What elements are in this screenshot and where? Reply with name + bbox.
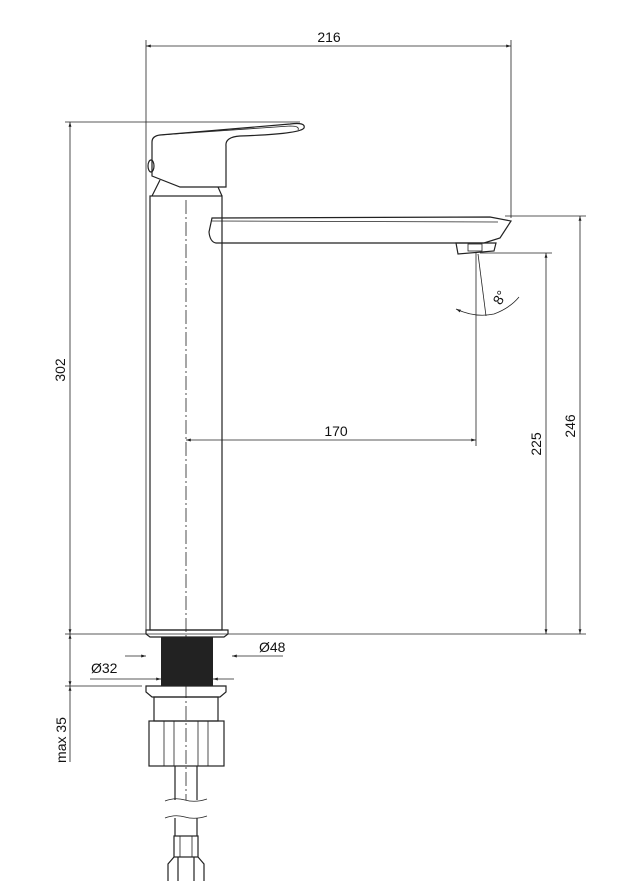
dim-base-diameter: Ø48 <box>259 639 286 655</box>
dim-spout-angle: 8° <box>489 288 510 308</box>
dim-spout-height: 246 <box>562 414 578 438</box>
dim-spout-reach: 170 <box>324 423 348 439</box>
dim-mounting-diameter: Ø32 <box>91 660 118 676</box>
dim-total-height: 302 <box>52 358 68 382</box>
mounting-nut <box>148 720 225 767</box>
dim-total-length: 216 <box>317 29 341 45</box>
threaded-shank <box>161 637 213 686</box>
dimension-lines <box>68 44 582 762</box>
faucet-body <box>145 122 512 881</box>
extension-lines <box>65 40 586 687</box>
dim-outlet-height: 225 <box>528 432 544 456</box>
dim-max-countertop: max 35 <box>53 717 69 763</box>
